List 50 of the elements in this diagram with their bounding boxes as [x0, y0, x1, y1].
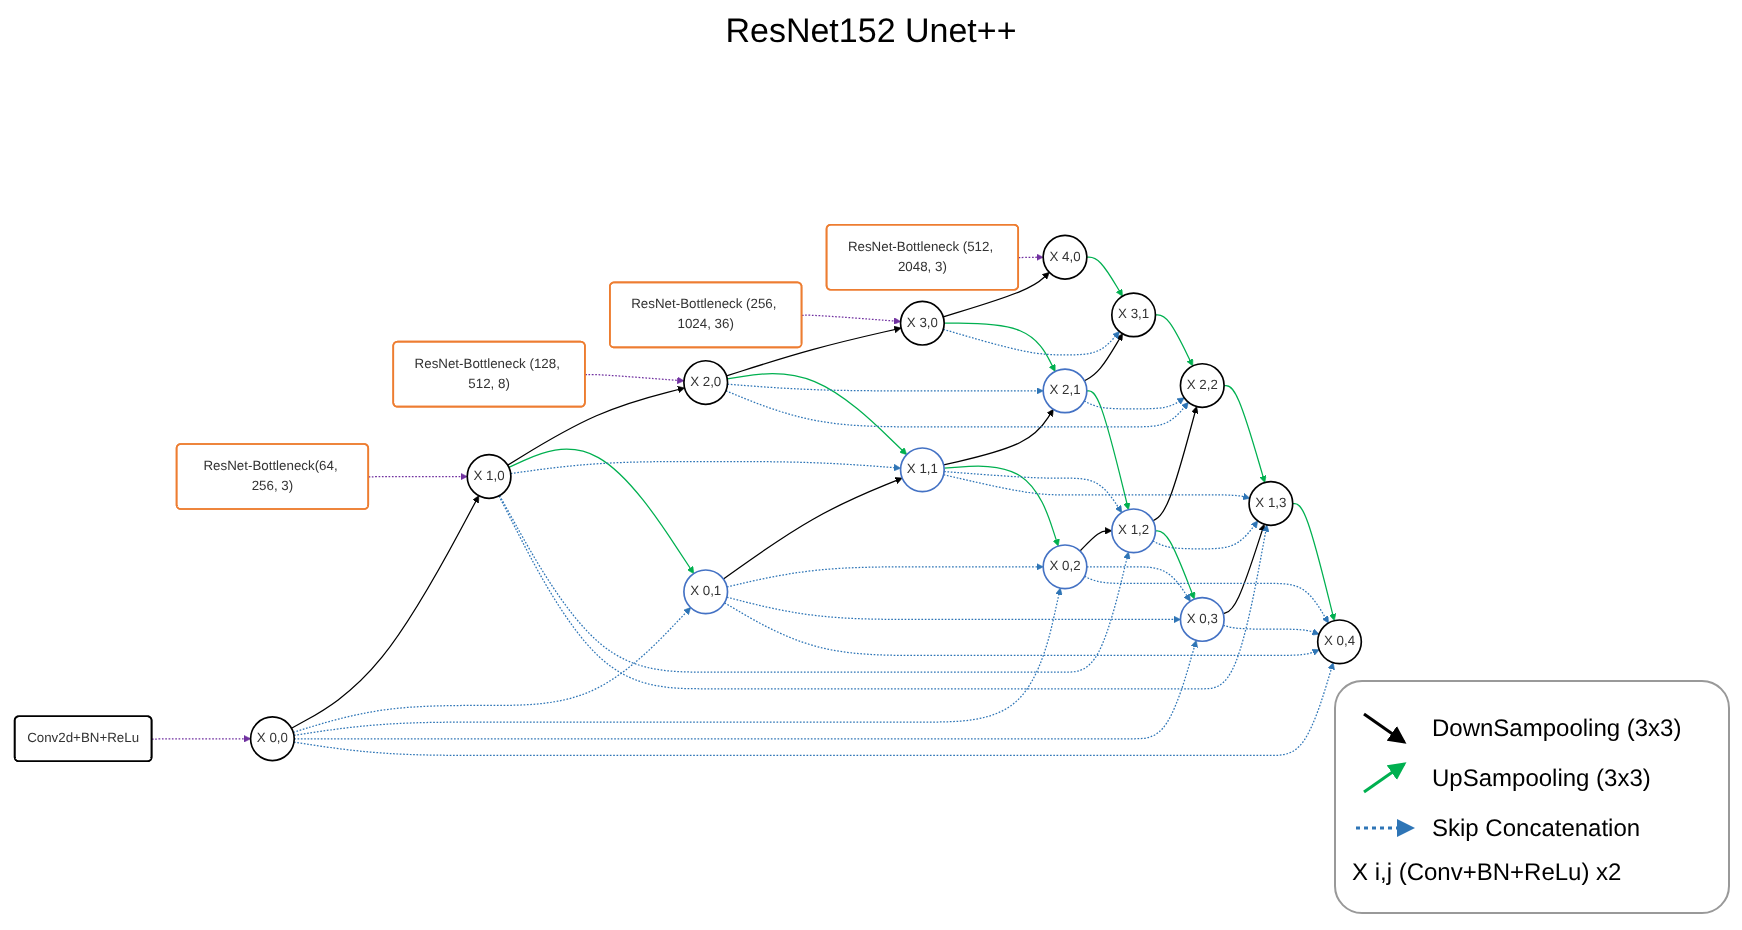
arrow	[510, 460, 901, 475]
legend-text: X i,j (Conv+BN+ReLu) x2	[1352, 858, 1622, 886]
arrow	[292, 607, 691, 733]
arrow	[725, 390, 1189, 428]
arrow	[801, 314, 901, 325]
arrow	[151, 735, 251, 743]
arrow	[725, 325, 902, 377]
arrow	[726, 563, 1044, 588]
diagram-title: ResNet152 Unet++	[723, 12, 1019, 52]
legend-text: DownSampooling (3x3)	[1432, 714, 1682, 742]
arrow	[943, 470, 1123, 513]
arrow	[499, 494, 1131, 673]
arrow	[293, 662, 1335, 757]
arrow	[584, 373, 685, 384]
arrow	[726, 596, 1181, 624]
arrow	[943, 322, 1056, 372]
arrow	[1083, 333, 1123, 382]
arrow	[942, 272, 1050, 318]
arrow	[508, 448, 695, 574]
arrow	[1223, 384, 1267, 483]
arrow	[1222, 624, 1320, 636]
arrow	[1086, 256, 1123, 297]
arrow	[1154, 530, 1196, 600]
arrow	[290, 495, 480, 729]
arrow	[507, 386, 685, 466]
arrow	[1086, 566, 1191, 602]
arrow	[1222, 523, 1266, 615]
arrow	[722, 477, 903, 580]
arrow	[1079, 527, 1113, 552]
arrow	[943, 465, 1060, 547]
arrow	[1154, 314, 1194, 367]
arrow	[293, 640, 1198, 740]
arrow	[498, 495, 1270, 690]
arrow	[1086, 390, 1131, 510]
arrow	[1292, 502, 1337, 621]
legend-text: Skip Concatenation	[1432, 814, 1641, 842]
arrow	[723, 602, 1320, 657]
arrow	[726, 372, 908, 455]
arrow	[943, 474, 1251, 501]
arrow	[1152, 520, 1259, 550]
arrow	[1018, 253, 1044, 261]
arrow	[293, 587, 1063, 737]
arrow	[368, 472, 468, 481]
arrow	[1084, 575, 1329, 624]
legend-text: UpSampooling (3x3)	[1432, 764, 1651, 792]
arrow	[943, 408, 1054, 466]
arrow	[1152, 406, 1199, 522]
arrow	[942, 328, 1120, 356]
arrow	[1083, 397, 1185, 410]
arrow	[726, 383, 1044, 395]
